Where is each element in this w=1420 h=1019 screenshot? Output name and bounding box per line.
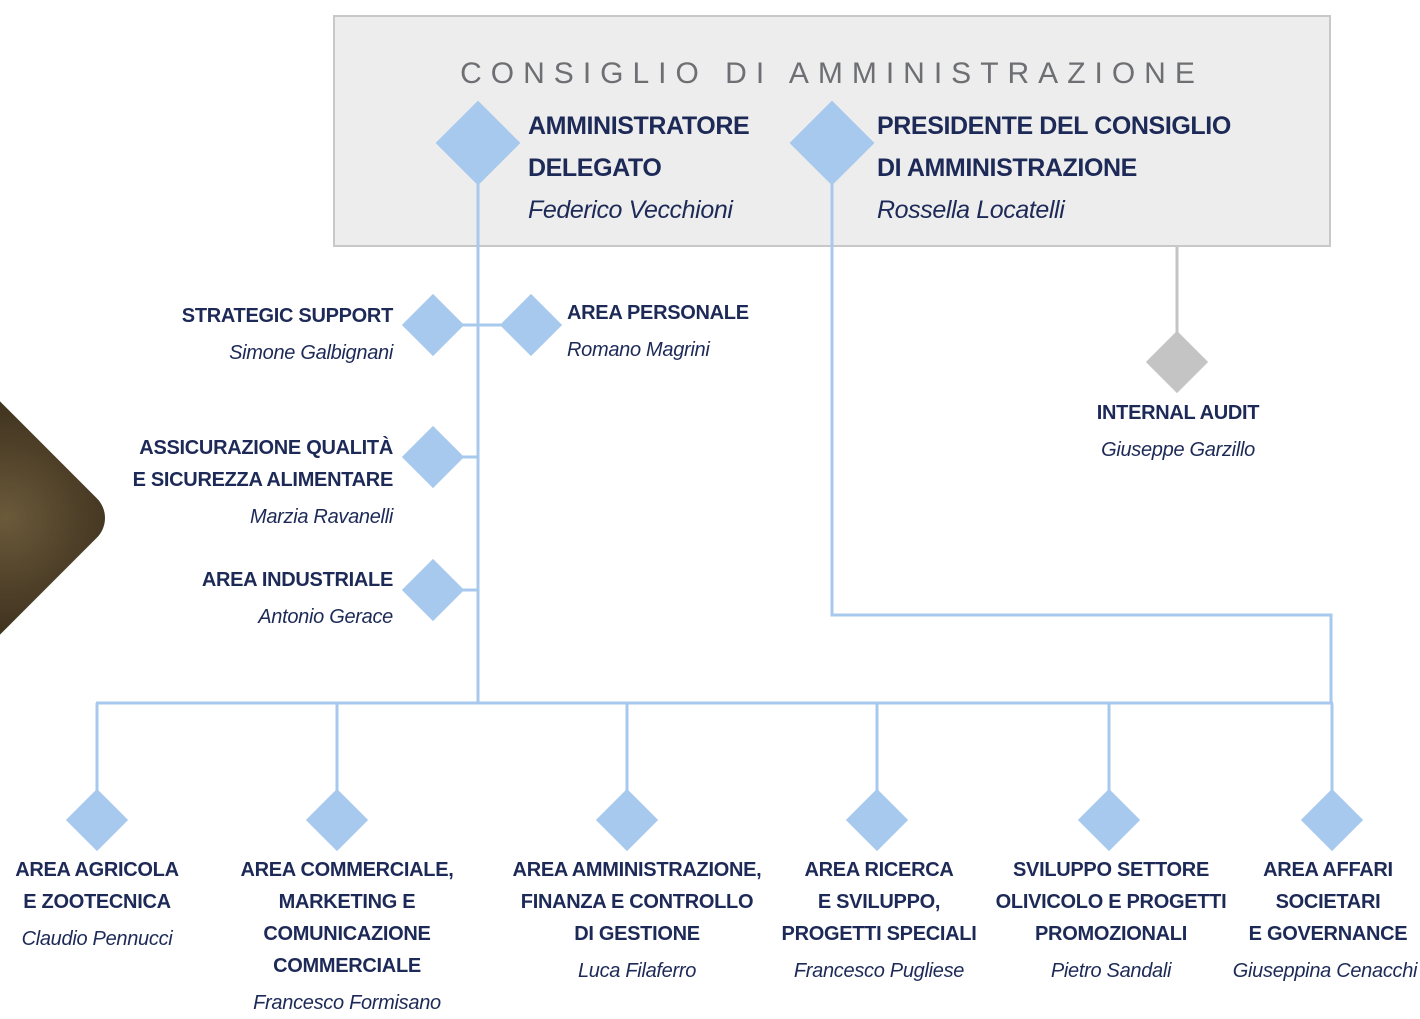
area-olivicolo-label: SVILUPPO SETTORE OLIVICOLO E PROGETTI PR… <box>986 854 1236 987</box>
ceo-name: Federico Vecchioni <box>528 196 733 224</box>
board-title: CONSIGLIO DI AMMINISTRAZIONE <box>460 57 1204 90</box>
area-commerciale-name: Francesco Formisano <box>253 992 441 1014</box>
president-name: Rossella Locatelli <box>877 196 1065 224</box>
area-ricerca-line1: AREA RICERCA <box>804 859 954 881</box>
quality-name: Marzia Ravanelli <box>249 506 393 528</box>
quality-title-line1: ASSICURAZIONE QUALITÀ <box>139 437 393 459</box>
area-affari-name: Giuseppina Cenacchi <box>1232 960 1418 982</box>
area-amministrazione-line2: FINANZA E CONTROLLO <box>520 891 754 913</box>
president-label: PRESIDENTE DEL CONSIGLIO DI AMMINISTRAZI… <box>877 105 1231 231</box>
org-chart: CONSIGLIO DI AMMINISTRAZIONE AMMINISTRAT… <box>0 15 1418 1014</box>
internal-audit-name: Giuseppe Garzillo <box>1101 439 1255 461</box>
area-affari-line1: AREA AFFARI <box>1263 859 1393 881</box>
area-ricerca-line2: E SVILUPPO, <box>817 891 941 913</box>
strategic-support-label: STRATEGIC SUPPORT Simone Galbignani <box>100 300 394 369</box>
internal-audit-label: INTERNAL AUDIT Giuseppe Garzillo <box>1028 397 1328 466</box>
area-agricola-name: Claudio Pennucci <box>21 928 173 950</box>
area-personale-label: AREA PERSONALE Romano Magrini <box>567 297 867 366</box>
industrial-title: AREA INDUSTRIALE <box>201 569 393 591</box>
area-commerciale-line2: MARKETING E COMUNICAZIONE <box>263 891 431 945</box>
area-olivicolo-line2: OLIVICOLO E PROGETTI <box>995 891 1227 913</box>
president-line <box>830 143 1333 703</box>
area-ricerca-name: Francesco Pugliese <box>793 960 965 982</box>
area-affari-line2: SOCIETARI <box>1275 891 1381 913</box>
area-affari-line3: E GOVERNANCE <box>1248 923 1408 945</box>
area-amministrazione-line1: AREA AMMINISTRAZIONE, <box>512 859 762 881</box>
president-role-line1: PRESIDENTE DEL CONSIGLIO <box>877 112 1231 140</box>
industrial-label: AREA INDUSTRIALE Antonio Gerace <box>100 564 393 633</box>
ceo-label: AMMINISTRATORE DELEGATO Federico Vecchio… <box>528 105 750 231</box>
ceo-role-line1: AMMINISTRATORE <box>528 112 750 140</box>
strategic-support-title: STRATEGIC SUPPORT <box>181 305 394 327</box>
area-commerciale-line1: AREA COMMERCIALE, <box>240 859 454 881</box>
strategic-support-name: Simone Galbignani <box>229 342 393 364</box>
area-personale-name: Romano Magrini <box>567 339 710 361</box>
area-affari-label: AREA AFFARI SOCIETARI E GOVERNANCE Giuse… <box>1233 854 1420 987</box>
area-agricola-line2: E ZOOTECNICA <box>23 891 171 913</box>
quality-label: ASSICURAZIONE QUALITÀ E SICUREZZA ALIMEN… <box>100 432 394 533</box>
area-ricerca-line3: PROGETTI SPECIALI <box>781 923 977 945</box>
president-role-line2: DI AMMINISTRAZIONE <box>877 154 1137 182</box>
area-olivicolo-line3: PROMOZIONALI <box>1035 923 1187 945</box>
area-agricola-label: AREA AGRICOLA E ZOOTECNICA Claudio Pennu… <box>0 854 197 955</box>
connector-lines <box>95 143 1334 820</box>
area-olivicolo-line1: SVILUPPO SETTORE <box>1013 859 1209 881</box>
ceo-role-line2: DELEGATO <box>528 154 662 182</box>
area-commerciale-label: AREA COMMERCIALE, MARKETING E COMUNICAZI… <box>197 854 497 1019</box>
internal-audit-title: INTERNAL AUDIT <box>1096 402 1260 424</box>
area-amministrazione-line3: DI GESTIONE <box>574 923 700 945</box>
area-commerciale-line3: COMMERCIALE <box>273 955 421 977</box>
area-amministrazione-label: AREA AMMINISTRAZIONE, FINANZA E CONTROLL… <box>497 854 777 987</box>
area-personale-title: AREA PERSONALE <box>567 302 749 324</box>
area-ricerca-label: AREA RICERCA E SVILUPPO, PROGETTI SPECIA… <box>777 854 981 987</box>
area-amministrazione-name: Luca Filaferro <box>577 960 697 982</box>
area-olivicolo-name: Pietro Sandali <box>1050 960 1172 982</box>
area-agricola-line1: AREA AGRICOLA <box>15 859 179 881</box>
quality-title-line2: E SICUREZZA ALIMENTARE <box>132 469 394 491</box>
industrial-name: Antonio Gerace <box>258 606 393 628</box>
